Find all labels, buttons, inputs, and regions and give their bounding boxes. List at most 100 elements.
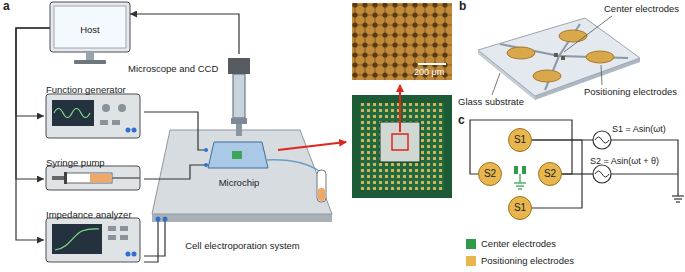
microchip-drawing bbox=[208, 142, 268, 168]
circuit-wire bbox=[676, 201, 680, 202]
function-generator-device bbox=[132, 128, 137, 133]
impedance-analyzer-device bbox=[120, 226, 128, 231]
ac-source bbox=[593, 131, 611, 149]
electroporation-platform bbox=[152, 130, 332, 214]
impedance-analyzer-device bbox=[46, 218, 140, 262]
function-generator-device bbox=[118, 104, 126, 112]
chip-photo bbox=[352, 95, 452, 198]
microscope-drawing bbox=[231, 118, 247, 124]
function-generator-device bbox=[102, 104, 110, 112]
positioning-electrode: S1 bbox=[508, 128, 532, 152]
ground-symbol bbox=[514, 174, 526, 189]
impedance-analyzer-device bbox=[55, 229, 99, 250]
host-monitor bbox=[54, 6, 126, 48]
connector bbox=[144, 165, 204, 179]
microchip-drawing bbox=[204, 148, 208, 152]
node-label: S2 bbox=[484, 168, 496, 180]
electroporation-platform bbox=[156, 217, 161, 222]
function-generator-device bbox=[100, 120, 108, 125]
callout-label: Center electrodes bbox=[604, 4, 679, 15]
impedance-analyzer-device bbox=[108, 235, 116, 240]
zoom-arrow bbox=[278, 85, 400, 150]
node-label: Impedance analyzer bbox=[46, 210, 132, 221]
syringe-pump-device bbox=[112, 177, 140, 179]
microscope-drawing bbox=[228, 58, 250, 136]
connector bbox=[16, 28, 50, 116]
legend-label: Center electrodes bbox=[481, 238, 556, 249]
function-generator-device bbox=[112, 120, 120, 125]
positioning-electrode-pad bbox=[507, 47, 535, 59]
circuit-wire bbox=[532, 140, 684, 202]
scale-bar-label: 200 μm bbox=[414, 67, 444, 77]
syringe-pump-device bbox=[46, 166, 140, 190]
circuit-wire bbox=[611, 140, 678, 196]
syringe-pump-device bbox=[46, 166, 140, 190]
test-tube bbox=[318, 188, 325, 201]
legend-item: Center electrodes bbox=[466, 234, 556, 246]
signal-formula: S1 = Asin(ωt) bbox=[612, 124, 666, 134]
connector bbox=[144, 250, 165, 256]
center-electrode bbox=[514, 166, 518, 174]
connector bbox=[532, 140, 582, 208]
connector bbox=[130, 14, 239, 54]
node-label: S1 bbox=[514, 134, 526, 146]
impedance-analyzer-device bbox=[120, 235, 128, 240]
connector bbox=[16, 28, 50, 240]
node-label: S1 bbox=[514, 202, 526, 214]
chip-photo bbox=[352, 95, 452, 198]
test-tube bbox=[266, 160, 326, 202]
ground-symbol bbox=[519, 174, 520, 183]
syringe-pump-device bbox=[64, 172, 67, 184]
leader-line bbox=[492, 73, 500, 95]
host-computer: Host bbox=[50, 2, 130, 52]
host-monitor bbox=[50, 2, 130, 52]
electrode-trace bbox=[500, 24, 628, 90]
chip-photo bbox=[392, 134, 408, 150]
legend-label: Positioning electrodes bbox=[481, 255, 574, 266]
node-label: Microscope and CCD bbox=[128, 64, 218, 75]
positioning-electrode-pad bbox=[533, 70, 561, 82]
electroporation-platform: Cell electroporation system Microchip bbox=[150, 126, 335, 250]
node-label: Cell electroporation system bbox=[185, 241, 300, 252]
legend-item: Positioning electrodes bbox=[466, 251, 574, 263]
positioning-electrode: S2 bbox=[538, 162, 562, 186]
glass-substrate bbox=[561, 56, 565, 60]
center-electrode bbox=[522, 166, 526, 174]
micrograph bbox=[352, 3, 452, 80]
callout-label: Glass substrate bbox=[458, 97, 524, 108]
syringe-pump-device bbox=[66, 173, 112, 183]
ground-symbol bbox=[516, 185, 524, 186]
syringe-pump-device bbox=[90, 174, 111, 182]
glass-substrate bbox=[554, 53, 558, 57]
panel-letter: c bbox=[458, 114, 465, 128]
microscope: Microscope and CCD bbox=[126, 54, 254, 138]
leader-line bbox=[564, 16, 612, 52]
microchip-drawing bbox=[232, 151, 242, 159]
impedance-analyzer-device bbox=[132, 252, 137, 257]
function-generator-device bbox=[52, 100, 94, 126]
function-generator-device bbox=[46, 94, 140, 138]
legend-swatch bbox=[466, 256, 476, 266]
micrograph bbox=[418, 63, 446, 65]
zoom-arrow bbox=[278, 142, 346, 150]
microchip-drawing bbox=[204, 163, 208, 167]
circuit-wire bbox=[611, 173, 678, 174]
connector bbox=[16, 28, 50, 179]
node-label: Microchip bbox=[219, 178, 260, 189]
impedance-analyzer-device bbox=[126, 252, 131, 257]
chip-photo bbox=[360, 103, 444, 190]
callout-label: Positioning electrodes bbox=[584, 87, 677, 98]
electroporation-platform bbox=[164, 221, 165, 250]
electroporation-platform bbox=[152, 214, 332, 222]
syringe-pump: Syringe pump bbox=[44, 152, 144, 192]
glass-substrate bbox=[478, 18, 640, 96]
positioning-electrode-pad bbox=[586, 51, 614, 63]
microchip-drawing bbox=[204, 142, 268, 168]
function-generator: Function generator bbox=[44, 79, 144, 140]
microscope-drawing bbox=[236, 124, 242, 136]
panel-letter: a bbox=[3, 0, 10, 14]
